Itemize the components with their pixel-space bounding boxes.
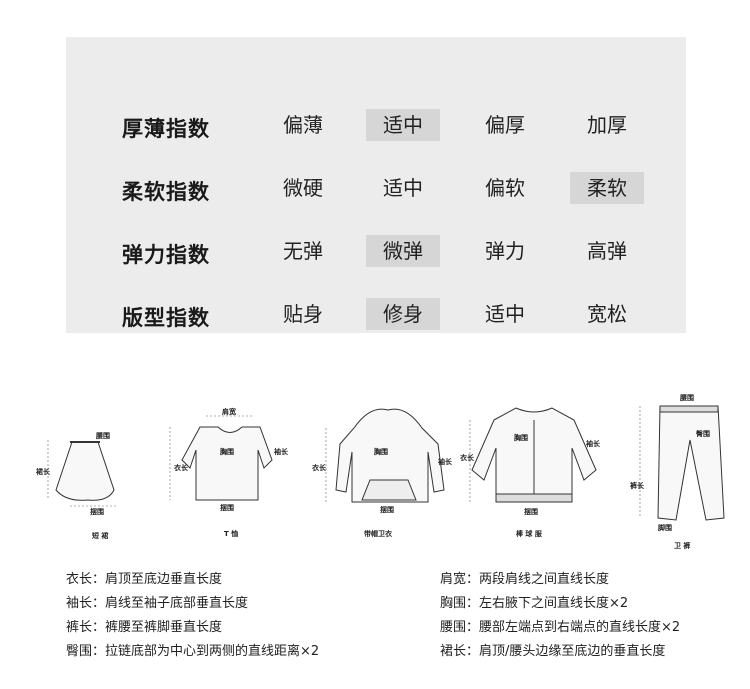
index-row-fit: 版型指数 贴身 修身 适中 宽松: [66, 296, 686, 336]
hoodie-sleeve-label: 袖长: [437, 457, 453, 466]
index-option: 加厚: [587, 113, 627, 137]
index-option: 偏薄: [283, 113, 323, 137]
skirt-title: 短 裙: [92, 531, 108, 540]
definition-line: 衣长：肩顶至底边垂直长度: [66, 572, 223, 587]
definition-line: 裙长：肩顶/腰头边缘至底边的垂直长度: [440, 644, 666, 659]
skirt-hem-label: 摆围: [90, 507, 104, 516]
index-option: 偏厚: [485, 113, 525, 137]
index-option: 宽松: [587, 302, 627, 326]
index-option: 适中: [383, 176, 423, 200]
index-option: 弹力: [485, 239, 525, 263]
baseball-sleeve-label: 袖长: [585, 439, 601, 448]
index-row-thickness: 厚薄指数 偏薄 适中 偏厚 加厚: [66, 107, 686, 147]
index-option-selected: 微弹: [366, 235, 440, 267]
hoodie-hem-label: 摆围: [380, 505, 394, 514]
index-row-softness: 柔软指数 微硬 适中 偏软 柔软: [66, 170, 686, 210]
index-label: 柔软指数: [122, 180, 210, 204]
definition-line: 胸围：左右腋下之间直线长度×2: [440, 596, 629, 611]
skirt-length-label: 裙长: [35, 467, 51, 476]
index-option: 偏软: [485, 176, 525, 200]
hoodie-title: 带帽卫衣: [364, 529, 393, 538]
hoodie-drawing: [335, 408, 445, 503]
skirt-waist-label: 腰围: [95, 431, 110, 440]
baseball-chest-label: 胸围: [514, 433, 528, 442]
baseball-title: 棒 球 服: [516, 529, 543, 538]
index-label: 版型指数: [122, 306, 210, 330]
index-option: 微硬: [283, 176, 323, 200]
pants-title: 卫 裤: [674, 541, 690, 550]
index-option-selected: 柔软: [570, 172, 644, 204]
fabric-index-panel: 厚薄指数 偏薄 适中 偏厚 加厚 柔软指数 微硬 适中 偏软 柔软 弹力指数 无…: [66, 37, 686, 333]
baseball-length-label: 衣长: [460, 453, 475, 462]
tshirt-shoulder-label: 肩宽: [221, 407, 236, 416]
tshirt-chest-label: 胸围: [220, 447, 234, 456]
index-option: 高弹: [587, 239, 627, 263]
definition-line: 肩宽：两段肩线之间直线长度: [440, 572, 610, 587]
index-label: 厚薄指数: [122, 117, 210, 141]
baseball-jacket-drawing: [471, 407, 597, 503]
index-option-selected: 适中: [366, 109, 440, 141]
definitions-right: 肩宽：两段肩线之间直线长度 胸围：左右腋下之间直线长度×2 腰围：腰部左端点到右…: [440, 568, 680, 664]
index-option: 贴身: [283, 302, 323, 326]
pants-hip-label: 臀围: [696, 429, 710, 438]
hoodie-length-label: 衣长: [312, 463, 327, 472]
tshirt-drawing: [181, 426, 273, 501]
index-label: 弹力指数: [122, 243, 210, 267]
definition-line: 裤长：裤腰至裤脚垂直长度: [66, 620, 223, 635]
tshirt-title: T 恤: [224, 529, 238, 538]
measurement-figures: 腰围 裙长 摆围 短 裙 肩宽 胸围 衣长 袖长 摆围 T 恤 胸围 衣长 袖长…: [35, 393, 725, 550]
index-option: 无弹: [283, 239, 323, 263]
skirt-drawing: [55, 441, 115, 501]
pants-drawing: [657, 405, 725, 521]
definition-line: 臀围：拉链底部为中心到两侧的直线距离×2: [66, 644, 320, 659]
definition-line: 袖长：肩线至袖子底部垂直长度: [66, 596, 249, 611]
definitions-left: 衣长：肩顶至底边垂直长度 袖长：肩线至袖子底部垂直长度 裤长：裤腰至裤脚垂直长度…: [66, 568, 319, 664]
pants-waist-label: 腰围: [679, 393, 694, 402]
tshirt-hem-label: 摆围: [220, 503, 234, 512]
index-option-selected: 修身: [366, 298, 440, 330]
index-row-elasticity: 弹力指数 无弹 微弹 弹力 高弹: [66, 233, 686, 273]
index-option: 适中: [485, 302, 525, 326]
pants-length-label: 裤长: [629, 481, 645, 490]
tshirt-length-label: 衣长: [174, 463, 189, 472]
definition-line: 腰围：腰部左端点到右端点的直线长度×2: [440, 620, 681, 635]
baseball-hem-label: 摆围: [524, 507, 538, 516]
hoodie-chest-label: 胸围: [374, 447, 388, 456]
pants-foot-label: 脚围: [657, 523, 672, 532]
tshirt-sleeve-label: 袖长: [273, 447, 289, 456]
